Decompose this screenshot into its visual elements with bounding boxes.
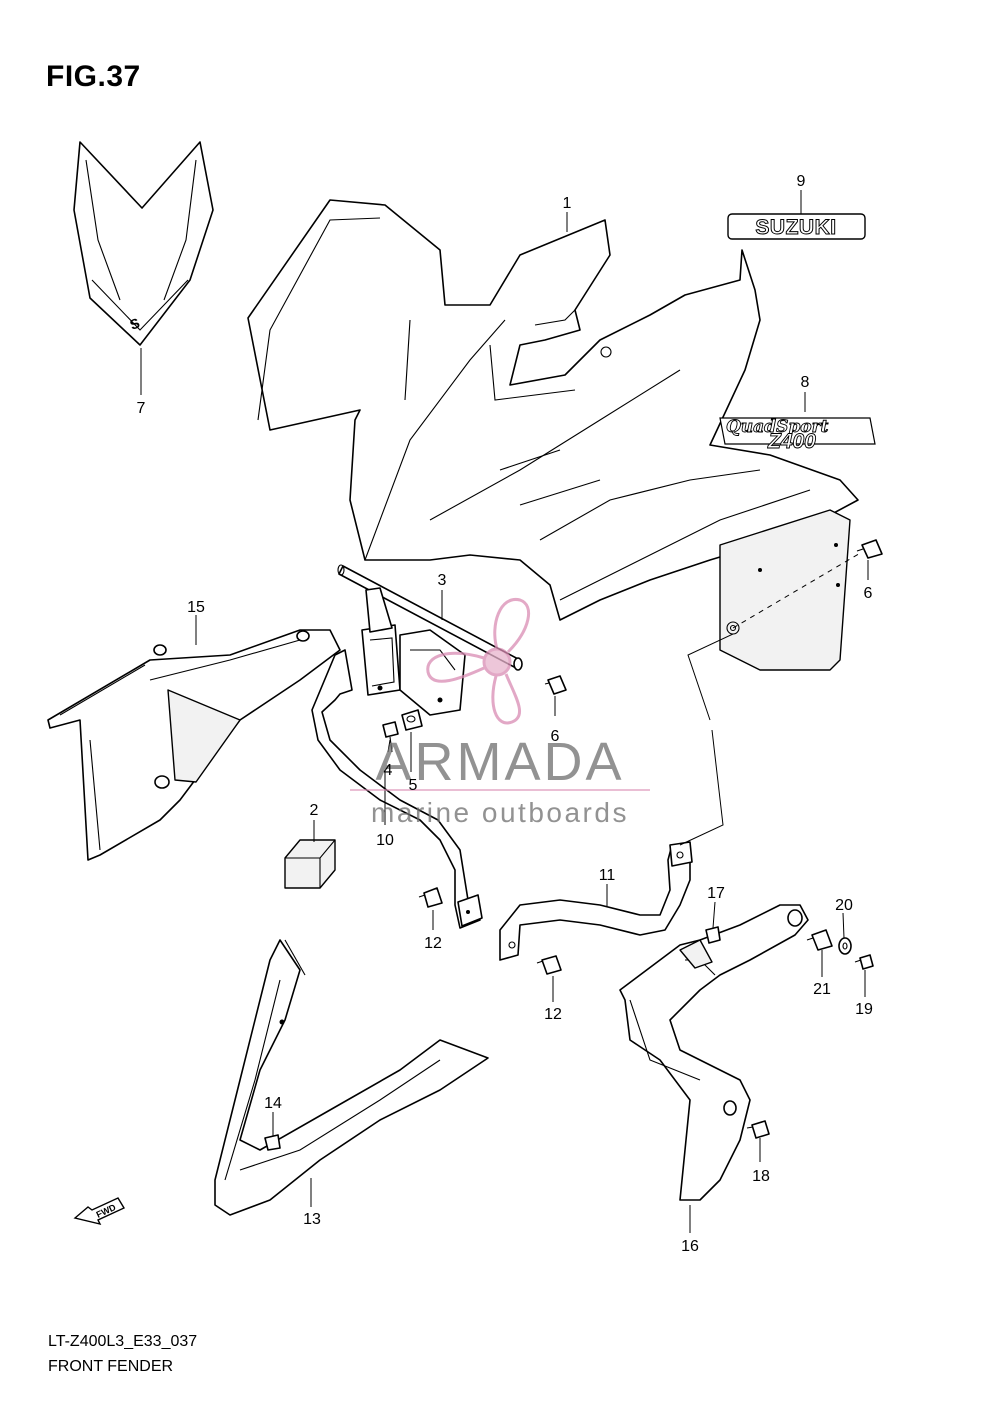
callout-10: 10 — [376, 832, 394, 849]
callout-19: 19 — [855, 1001, 873, 1018]
lower-guard — [214, 939, 489, 1216]
callout-12-right: 12 — [544, 1006, 562, 1023]
callout-labels: 1 2 3 4 5 6 6 7 8 9 10 11 12 12 13 14 15… — [137, 173, 873, 1255]
fwd-arrow-icon: FWD — [73, 1197, 126, 1226]
screw-14 — [264, 1134, 281, 1151]
callout-21: 21 — [813, 981, 831, 998]
callout-6-center: 6 — [551, 728, 560, 745]
suzuki-decal-text: SUZUKI — [755, 216, 836, 239]
callout-11: 11 — [599, 867, 616, 884]
callout-9: 9 — [797, 173, 806, 190]
screw-17 — [705, 926, 721, 944]
screw-19 — [854, 954, 874, 970]
watermark-tagline: marine outboards — [371, 797, 629, 828]
left-side-panel — [47, 629, 341, 861]
callout-15: 15 — [187, 599, 205, 616]
bolt-21 — [806, 929, 833, 951]
bolt-4 — [382, 721, 399, 753]
front-decal-panel: S — [73, 141, 214, 346]
bushing-5 — [401, 709, 423, 731]
quadsport-decal-text: QuadSport — [726, 417, 829, 437]
callout-18: 18 — [752, 1168, 770, 1185]
callout-2: 2 — [310, 802, 319, 819]
model-code: LT-Z400L3_E33_037 — [48, 1333, 198, 1350]
callout-14: 14 — [264, 1095, 282, 1112]
stay-11 — [499, 841, 693, 961]
propeller-logo-icon — [426, 598, 530, 725]
bolt-12-left — [418, 887, 443, 908]
leader-lines — [140, 190, 869, 1233]
callout-12-left: 12 — [424, 935, 442, 952]
front-fender — [247, 199, 859, 621]
bolt-12-right — [536, 955, 562, 975]
callout-20: 20 — [835, 897, 853, 914]
rod — [337, 564, 523, 671]
callout-7: 7 — [137, 400, 146, 417]
washer-20 — [838, 937, 852, 955]
callout-4: 4 — [384, 762, 393, 779]
center-bracket — [361, 587, 466, 716]
callout-16: 16 — [681, 1238, 699, 1255]
rubber-block-2 — [284, 839, 336, 889]
bolt-6-center — [544, 675, 567, 695]
figure-name: FRONT FENDER — [48, 1358, 174, 1375]
bolt-18 — [746, 1120, 770, 1139]
callout-8: 8 — [801, 374, 810, 391]
figure-title: FIG.37 — [46, 60, 141, 93]
suzuki-decal: SUZUKI — [727, 213, 866, 240]
callout-1: 1 — [563, 195, 572, 212]
bolt-6-right — [856, 539, 883, 559]
watermark-brand: ARMADA — [375, 732, 624, 792]
callout-6-right: 6 — [864, 585, 873, 602]
callout-13: 13 — [303, 1211, 321, 1228]
callout-5: 5 — [409, 777, 418, 794]
armada-watermark: ARMADA marine outboards — [350, 598, 650, 828]
stay-10 — [311, 649, 483, 929]
callout-3: 3 — [438, 572, 447, 589]
fender-skirt — [719, 509, 851, 671]
z400-decal-text: Z400 — [767, 430, 816, 453]
right-side-panel — [619, 904, 809, 1201]
quadsport-decal: QuadSport Z400 — [719, 417, 876, 453]
callout-17: 17 — [707, 885, 725, 902]
